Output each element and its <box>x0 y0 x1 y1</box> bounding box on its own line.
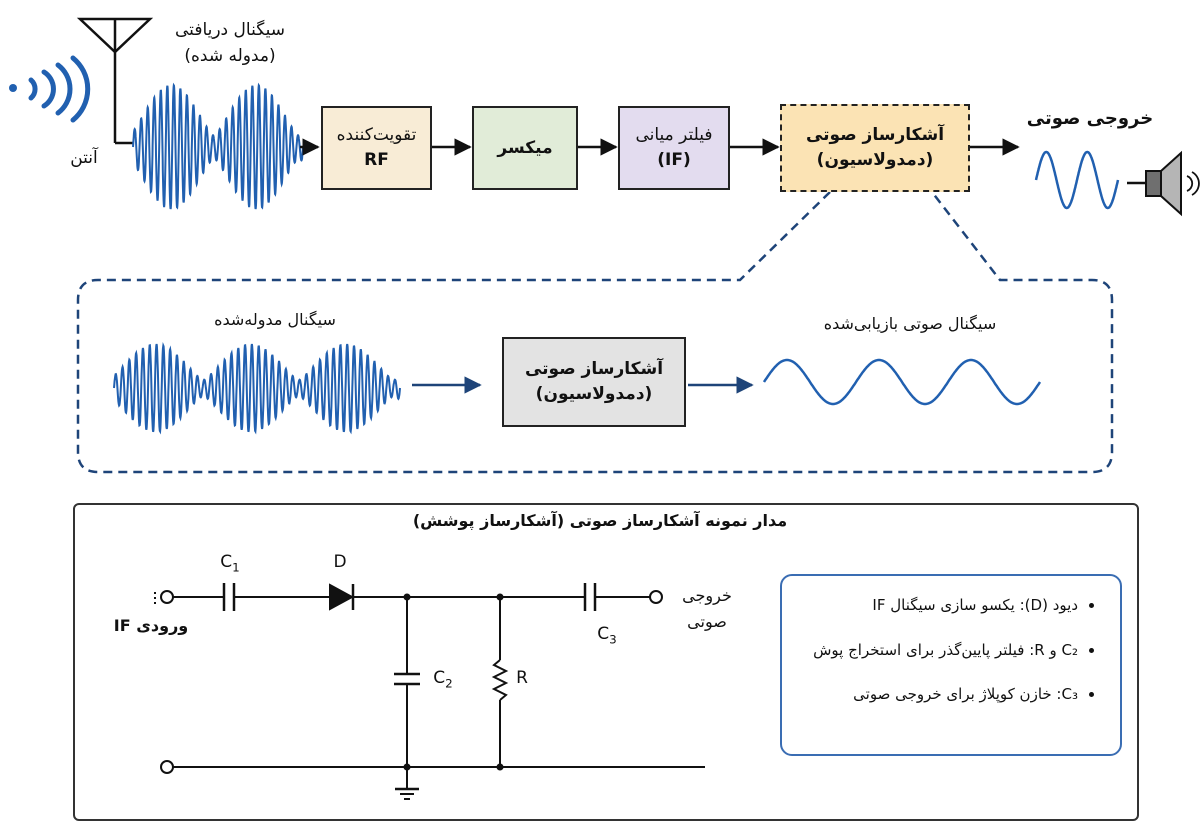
audio-output-wave <box>1034 150 1120 210</box>
if-filter-sublabel: (IF) <box>657 150 691 170</box>
diode-label: D <box>333 552 347 572</box>
rf-amplifier-label: تقویت‌کننده <box>336 125 417 146</box>
c3-label: C3 <box>597 624 617 647</box>
audio-detector-sublabel: (دمدولاسیون) <box>816 150 934 170</box>
detail-callout-outline <box>76 191 1114 474</box>
envelope-detector-circuit <box>154 583 705 800</box>
c2-label: C2 <box>433 668 453 691</box>
speaker-icon <box>1127 150 1200 217</box>
mixer-block[interactable]: میکسر <box>472 106 578 190</box>
note-diode: دیود (D): یکسو سازی سیگنال IF <box>792 594 1078 617</box>
detail-detector-sublabel: (دمدولاسیون) <box>535 384 653 404</box>
ground-icon <box>395 767 419 800</box>
circuit-title: مدار نمونه آشکارساز صوتی (آشکارساز پوشش) <box>412 511 788 530</box>
received-modulated-wave <box>132 82 304 210</box>
received-signal-title-line2: (مدوله شده) <box>184 45 276 66</box>
rf-amplifier-sublabel: RF <box>364 150 389 170</box>
received-signal-title-line1: سیگنال دریافتی <box>175 20 285 40</box>
resistor-r <box>491 659 509 701</box>
detail-modulated-wave <box>113 341 401 435</box>
audio-detector-label: آشکارساز صوتی <box>805 125 945 146</box>
if-filter-label: فیلتر میانی <box>635 125 713 146</box>
recovered-audio-wave <box>762 358 1042 406</box>
r-label: R <box>516 668 528 688</box>
c1-label: C1 <box>220 552 240 575</box>
radio-waves-icon <box>9 55 91 123</box>
output-terminal <box>649 590 663 604</box>
note-lowpass: C₂ و R: فیلتر پایین‌گذر برای استخراج پوش <box>792 639 1078 662</box>
if-input-label: ورودی IF <box>113 616 189 635</box>
circuit-panel <box>73 503 1139 821</box>
rf-amplifier-block[interactable]: تقویت‌کننده RF <box>321 106 432 190</box>
component-notes: دیود (D): یکسو سازی سیگنال IF C₂ و R: فی… <box>780 574 1122 756</box>
detail-output-label: سیگنال صوتی بازیابی‌شده <box>823 314 997 333</box>
if-filter-block[interactable]: فیلتر میانی (IF) <box>618 106 730 190</box>
mixer-label: میکسر <box>497 137 553 158</box>
circuit-output-label: خروجی صوتی <box>672 583 742 634</box>
audio-detector-block[interactable]: آشکارساز صوتی (دمدولاسیون) <box>780 104 970 192</box>
circuit-output-label-line1: خروجی <box>682 586 732 605</box>
note-coupling: C₃: خازن کوپلاژ برای خروجی صوتی <box>792 683 1078 706</box>
audio-output-label: خروجی صوتی <box>1026 108 1154 129</box>
detail-detector-block[interactable]: آشکارساز صوتی (دمدولاسیون) <box>502 337 686 427</box>
detail-input-label: سیگنال مدوله‌شده <box>214 310 336 329</box>
circuit-output-label-line2: صوتی <box>687 611 727 631</box>
received-signal-title: سیگنال دریافتی (مدوله شده) <box>160 18 300 69</box>
antenna-icon <box>76 17 154 145</box>
detail-detector-label: آشکارساز صوتی <box>524 359 664 380</box>
antenna-label: آنتن <box>70 148 98 168</box>
